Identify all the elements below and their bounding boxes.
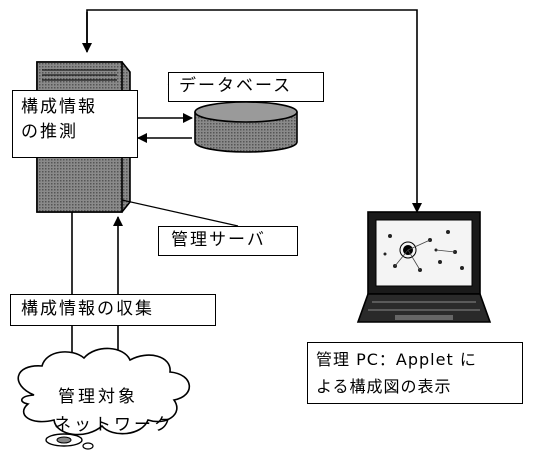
loop-arrow	[82, 9, 422, 213]
estimate-line-2: の推測	[21, 122, 78, 142]
network-line-1: 管理対象	[58, 387, 138, 407]
estimate-box: 構成情報 の推測	[12, 90, 138, 158]
laptop-icon	[356, 211, 492, 323]
collection-label-text: 構成情報の収集	[21, 299, 154, 319]
server-label-text: 管理サーバ	[171, 230, 266, 250]
collection-label: 構成情報の収集	[10, 294, 216, 326]
database-label: データベース	[168, 72, 324, 102]
network-cloud-icon	[17, 347, 191, 450]
network-line-2: ネットワーク	[54, 415, 174, 435]
database-cylinder-icon	[194, 101, 298, 153]
server-label: 管理サーバ	[158, 226, 298, 256]
client-label: 管理 PC：Applet に よる構成図の表示	[307, 342, 523, 404]
database-label-text: データベース	[179, 76, 293, 96]
server-leader	[121, 199, 239, 227]
client-line-1: 管理 PC：Applet に	[316, 350, 477, 369]
client-line-2: よる構成図の表示	[316, 377, 452, 396]
estimate-line-1: 構成情報	[21, 97, 97, 117]
